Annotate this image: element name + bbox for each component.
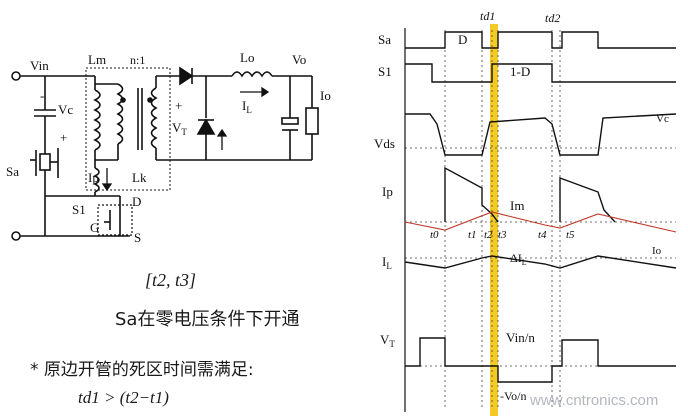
time-t0: t0: [430, 229, 439, 241]
td1-highlight: [490, 24, 498, 416]
wave-ip: [444, 166, 616, 223]
secondary-dot: [147, 97, 153, 103]
time-t5: t5: [566, 229, 575, 241]
label-vo: Vo: [292, 52, 306, 67]
primary-dot: [120, 97, 126, 103]
zvs-caption: Sa在零电压条件下开通: [115, 309, 300, 330]
annot-neg-vo-n: -Vo/n: [500, 389, 526, 403]
label-vin: Vin: [30, 58, 49, 73]
row-label-il: IL: [382, 254, 392, 271]
row-label-vt: VT: [380, 332, 395, 349]
label-plus-vt: +: [175, 98, 182, 113]
label-il: IL: [242, 98, 252, 115]
annot-td2: td2: [545, 11, 560, 25]
label-plus: +: [60, 130, 67, 145]
label-d: D: [132, 194, 141, 209]
label-lm: Lm: [88, 52, 106, 67]
annot-td1: td1: [480, 9, 495, 23]
wave-vds: [405, 113, 677, 156]
annot-im: Im: [510, 198, 524, 213]
il-arrow: [240, 86, 270, 98]
interval-caption: [t2, t3]: [145, 270, 197, 290]
label-lo: Lo: [240, 50, 254, 65]
gnd-terminal: [11, 231, 21, 241]
time-t2: t2: [484, 229, 493, 241]
row-label-vds: Vds: [374, 136, 395, 151]
wave-il: [404, 255, 677, 269]
label-vt: VT: [172, 120, 187, 137]
time-t4: t4: [538, 229, 547, 241]
label-g: G: [90, 220, 99, 235]
wave-im: [404, 211, 677, 233]
vin-terminal: [11, 71, 21, 81]
freewheel-arrow: [216, 128, 228, 150]
row-label-s1: S1: [378, 64, 392, 79]
label-sa: Sa: [6, 164, 19, 179]
label-minus: -: [40, 88, 44, 103]
label-ratio: n:1: [130, 53, 145, 67]
watermark-text: www.cntronics.com: [530, 392, 659, 409]
annot-io: Io: [652, 245, 662, 257]
annot-delta-il: ΔIL: [510, 251, 527, 267]
label-s1: S1: [72, 202, 86, 217]
wave-sa: [405, 31, 676, 49]
deadtime-caption: * 原边开管的死区时间需满足:: [30, 360, 254, 380]
row-label-ip: Ip: [382, 184, 393, 199]
label-lk: Lk: [132, 170, 147, 185]
time-t3: t3: [498, 229, 507, 241]
circuit-schematic: [11, 66, 319, 241]
annot-one-minus-d: 1-D: [510, 64, 530, 79]
annot-d: D: [458, 32, 467, 47]
label-s: S: [134, 230, 141, 245]
annot-vc: Vc: [656, 113, 669, 125]
time-t1: t1: [468, 229, 477, 241]
ip-arrow: [101, 168, 113, 192]
wave-vt: [405, 337, 676, 383]
label-io: Io: [320, 88, 331, 103]
label-ip: Ip: [88, 170, 99, 185]
row-label-sa: Sa: [378, 32, 391, 47]
wave-s1: [405, 63, 676, 83]
annot-vin-n: Vin/n: [506, 330, 535, 345]
label-vc: Vc: [58, 102, 73, 117]
deadtime-formula: td1 > (t2−t1): [78, 388, 169, 407]
